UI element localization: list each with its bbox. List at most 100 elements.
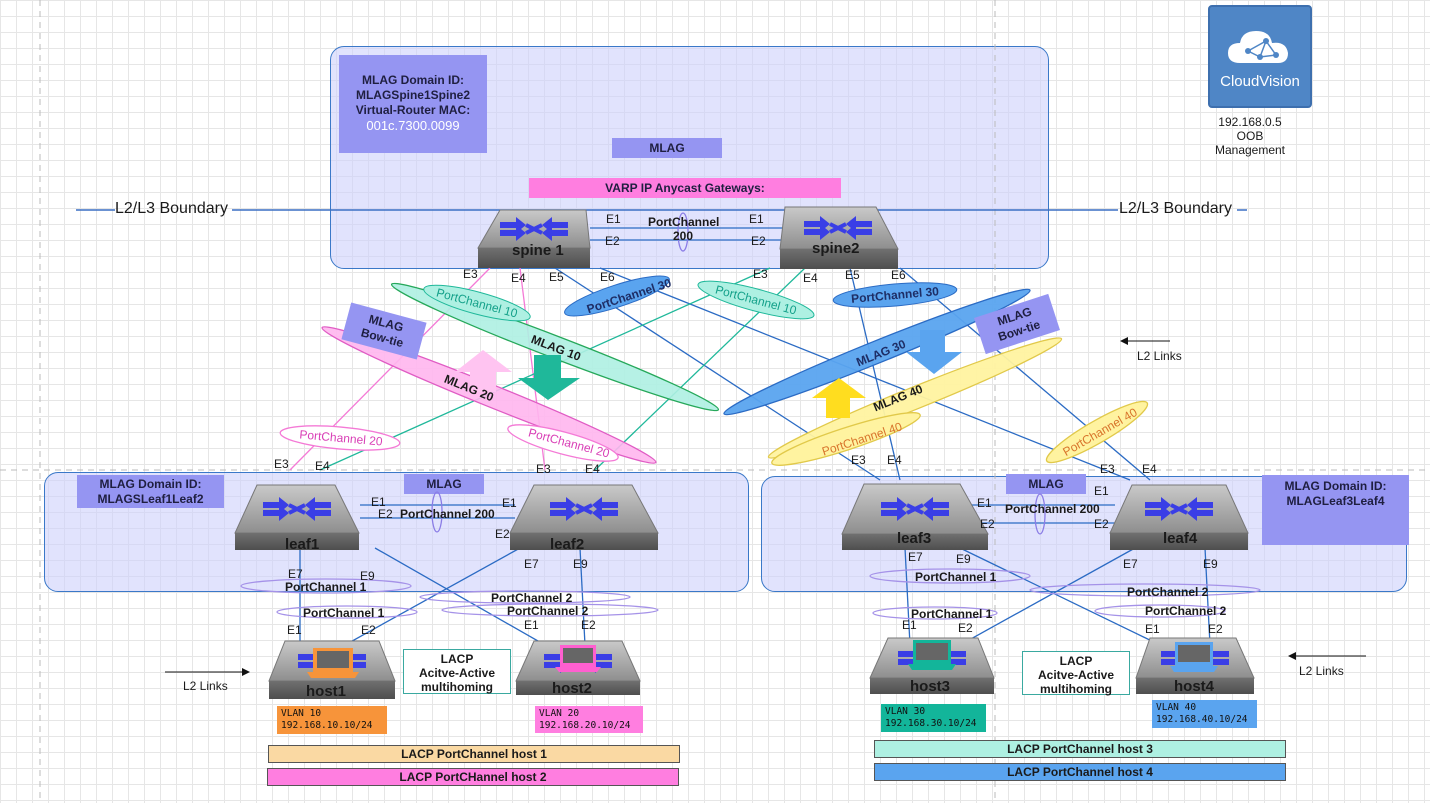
- pc20-leaf1-ellipse: [279, 425, 401, 451]
- leaf34-peer-ellipse: [1034, 493, 1046, 535]
- pc2-leaf34-label: PortChannel 2: [1127, 585, 1209, 599]
- leaf1-port-e2: E2: [378, 507, 393, 521]
- lacp-bar-host4: LACP PortChannel host 4: [874, 763, 1286, 781]
- host3-ip: 192.168.30.10/24: [885, 718, 977, 729]
- pc20-leaf2-ellipse: [507, 424, 619, 462]
- leaf3-port-e9: E9: [956, 552, 971, 566]
- leaf4-port-e2: E2: [1094, 517, 1109, 531]
- leaf3-port-e4: E4: [887, 453, 902, 467]
- host3-vlan-box: VLAN 30 192.168.30.10/24: [881, 704, 986, 732]
- pink-up-arrow: [455, 350, 512, 392]
- host4-vlan: VLAN 40: [1156, 702, 1197, 713]
- pc30-spine1-ellipse: [564, 275, 670, 317]
- spine1-name: spine 1: [512, 242, 564, 259]
- leaf12-mlag-label: MLAG: [404, 474, 484, 494]
- link-leaf4-host3: [959, 547, 1136, 646]
- cloudvision-ip: 192.168.0.5: [1218, 115, 1282, 129]
- host3-name: host3: [910, 678, 951, 695]
- link-leaf1-host2: [374, 547, 546, 646]
- pc1-host3-ellipse: [872, 606, 998, 620]
- spine-peer-ellipse: [677, 212, 689, 252]
- spine-domain-line-2: MLAGSpine1Spine2: [355, 88, 471, 103]
- leaf1-port-e7: E7: [288, 567, 303, 581]
- leaf3-port-e2: E2: [980, 517, 995, 531]
- laptop-pink-icon: [555, 645, 601, 672]
- link-leaf4-host4: [1204, 547, 1211, 646]
- spine1-port-e2: E2: [605, 234, 620, 248]
- pc10-spine1-ellipse: [423, 284, 531, 322]
- blue-down-arrow: [906, 330, 962, 374]
- host4-name: host4: [1174, 678, 1215, 695]
- spine2-switch[interactable]: [779, 206, 899, 269]
- pc30-spine2-ellipse: [832, 282, 958, 308]
- host2-port-e2: E2: [581, 618, 596, 632]
- link-leaf2-host1: [344, 547, 521, 646]
- laptop-blue-icon: [1170, 642, 1218, 672]
- leaf1-port-e9: E9: [360, 569, 375, 583]
- host3-port-e1: E1: [902, 618, 917, 632]
- leaf1-name: leaf1: [285, 536, 320, 553]
- leaf12-domain-line-2: MLAGSLeaf1Leaf2: [97, 491, 204, 506]
- lacp-note-left-line-1: LACP: [440, 652, 474, 666]
- spine1-port-e5: E5: [549, 270, 564, 284]
- spine1-switch[interactable]: [477, 209, 591, 268]
- leaf3-port-e3: E3: [851, 453, 866, 467]
- pc40-leaf4-label: PortChannel 40: [1060, 405, 1140, 459]
- teal-down-arrow: [518, 355, 580, 400]
- spine2-port-e5: E5: [845, 268, 860, 282]
- leaf1-port-e4: E4: [315, 459, 330, 473]
- laptop-orange-icon: [307, 648, 359, 678]
- leaf4-name: leaf4: [1163, 530, 1198, 547]
- leaf3-switch[interactable]: [841, 483, 989, 550]
- host4-ip: 192.168.40.10/24: [1156, 714, 1248, 725]
- cloudvision-oob: OOB: [1236, 129, 1264, 143]
- leaf4-port-e4: E4: [1142, 462, 1157, 476]
- pc2-leaf12-ellipse: [419, 590, 631, 604]
- leaf34-domain-box: MLAG Domain ID: MLAGLeaf3Leaf4: [1262, 475, 1409, 545]
- lacp-note-right-line-1: LACP: [1059, 654, 1093, 668]
- leaf3-name: leaf3: [897, 530, 932, 547]
- spine2-port-e6: E6: [891, 268, 906, 282]
- spine-mlag-domain-box: MLAG Domain ID: MLAGSpine1Spine2 Virtual…: [339, 55, 487, 153]
- boundary-label-left: L2/L3 Boundary: [115, 200, 228, 217]
- cloudvision-tile[interactable]: CloudVision: [1208, 5, 1312, 108]
- pc40-leaf4-ellipse: [1045, 400, 1149, 464]
- host4-port-e1: E1: [1145, 622, 1160, 636]
- link-spine1-leaf4: [599, 267, 1131, 481]
- pc2-host2-label: PortChannel 2: [507, 604, 589, 618]
- spine2-port-e3: E3: [753, 267, 768, 281]
- leaf4-switch[interactable]: [1109, 484, 1249, 550]
- leaf12-peer-label: PortChannel 200: [400, 507, 495, 521]
- leaf1-port-e1: E1: [371, 495, 386, 509]
- leaf1-switch[interactable]: [234, 484, 360, 550]
- host3-port-e2: E2: [958, 621, 973, 635]
- lacp-note-left: LACP Acitve-Active multihoming: [403, 649, 511, 694]
- lacp-note-left-line-2: Acitve-Active: [418, 666, 496, 680]
- spine-domain-line-1: MLAG Domain ID:: [362, 73, 464, 88]
- leaf2-port-e7: E7: [524, 557, 539, 571]
- host1-port-e1: E1: [287, 623, 302, 637]
- link-spine2-leaf4: [899, 267, 1151, 481]
- leaf2-port-e4: E4: [585, 462, 600, 476]
- lacp-bar-host2: LACP PortCHannel host 2: [267, 768, 679, 786]
- pc2-leaf12-label: PortChannel 2: [491, 591, 573, 605]
- leaf2-switch[interactable]: [509, 484, 659, 550]
- spine1-port-e4: E4: [511, 271, 526, 285]
- varp-label: VARP IP Anycast Gateways:: [529, 178, 841, 198]
- leaf2-name: leaf2: [550, 536, 585, 553]
- host1-name: host1: [306, 683, 347, 700]
- cloudvision-name: CloudVision: [1220, 73, 1300, 90]
- pc1-leaf34-label: PortChannel 1: [915, 570, 997, 584]
- spine-mlag-label: MLAG: [612, 138, 722, 158]
- spine2-port-e4: E4: [803, 271, 818, 285]
- host1-ip: 192.168.10.10/24: [281, 720, 373, 731]
- pc1-host1-ellipse: [276, 605, 418, 619]
- host2-vlan: VLAN 20: [539, 708, 580, 719]
- leaf2-port-e1: E1: [502, 496, 517, 510]
- pc1-leaf34-ellipse: [869, 568, 1031, 584]
- spine-domain-line-3: Virtual-Router MAC:: [355, 103, 471, 118]
- host2-ip: 192.168.20.10/24: [539, 720, 631, 731]
- l2-arrowhead-mid: [1120, 337, 1128, 345]
- leaf4-port-e3: E3: [1100, 462, 1115, 476]
